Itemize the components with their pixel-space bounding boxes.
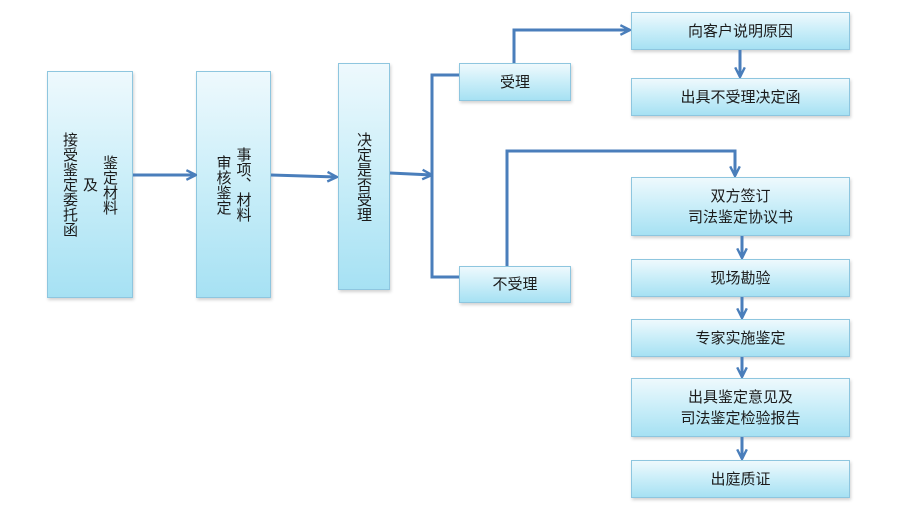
node-accept: 受理 <box>459 63 571 101</box>
node-site-survey: 现场勘验 <box>631 259 850 297</box>
node-sign-agreement-line-2: 司法鉴定协议书 <box>687 207 793 226</box>
node-receive-line-3: 鉴定材料 <box>101 154 119 215</box>
node-expert-appraisal-label: 专家实施鉴定 <box>695 328 786 347</box>
node-site-survey-label: 现场勘验 <box>710 268 771 287</box>
node-sign-agreement-line-1: 双方签订 <box>710 186 771 205</box>
node-court-testimony: 出庭质证 <box>631 460 850 498</box>
connector-branch-bracket <box>430 73 459 279</box>
node-decide-acceptance: 决定是否受理 <box>338 63 390 290</box>
node-explain-reason: 向客户说明原因 <box>631 12 850 50</box>
node-accept-label: 受理 <box>499 72 530 91</box>
node-review-matters-and-materials: 审核鉴定 事项、材料 <box>196 71 271 298</box>
node-court-testimony-label: 出庭质证 <box>710 469 771 488</box>
connector-review-to-decide <box>270 175 337 177</box>
node-explain-label: 向客户说明原因 <box>687 21 793 40</box>
node-issue-opinion-report: 出具鉴定意见及 司法鉴定检验报告 <box>631 378 850 437</box>
node-reject: 不受理 <box>459 266 571 303</box>
node-issue-opinion-line-1: 出具鉴定意见及 <box>687 387 793 406</box>
node-receive-commission-and-materials: 接受鉴定委托函 及 鉴定材料 <box>47 71 133 298</box>
node-sign-agreement: 双方签订 司法鉴定协议书 <box>631 177 850 236</box>
node-review-line-1: 审核鉴定 <box>214 154 233 215</box>
node-receive-line-2: 及 <box>81 177 99 192</box>
connector-accept-to-explain <box>512 30 630 63</box>
connector-decide-to-branch <box>389 173 432 175</box>
node-expert-appraisal: 专家实施鉴定 <box>631 319 850 357</box>
node-reject-label: 不受理 <box>492 275 538 293</box>
node-issue-opinion-line-2: 司法鉴定检验报告 <box>680 408 801 427</box>
node-receive-line-1: 接受鉴定委托函 <box>61 132 79 237</box>
node-decide-line-1: 决定是否受理 <box>355 131 373 222</box>
node-review-line-2: 事项、材料 <box>234 147 253 222</box>
node-issue-rejection-label: 出具不受理决定函 <box>680 87 801 106</box>
node-issue-rejection-letter: 出具不受理决定函 <box>631 78 850 116</box>
